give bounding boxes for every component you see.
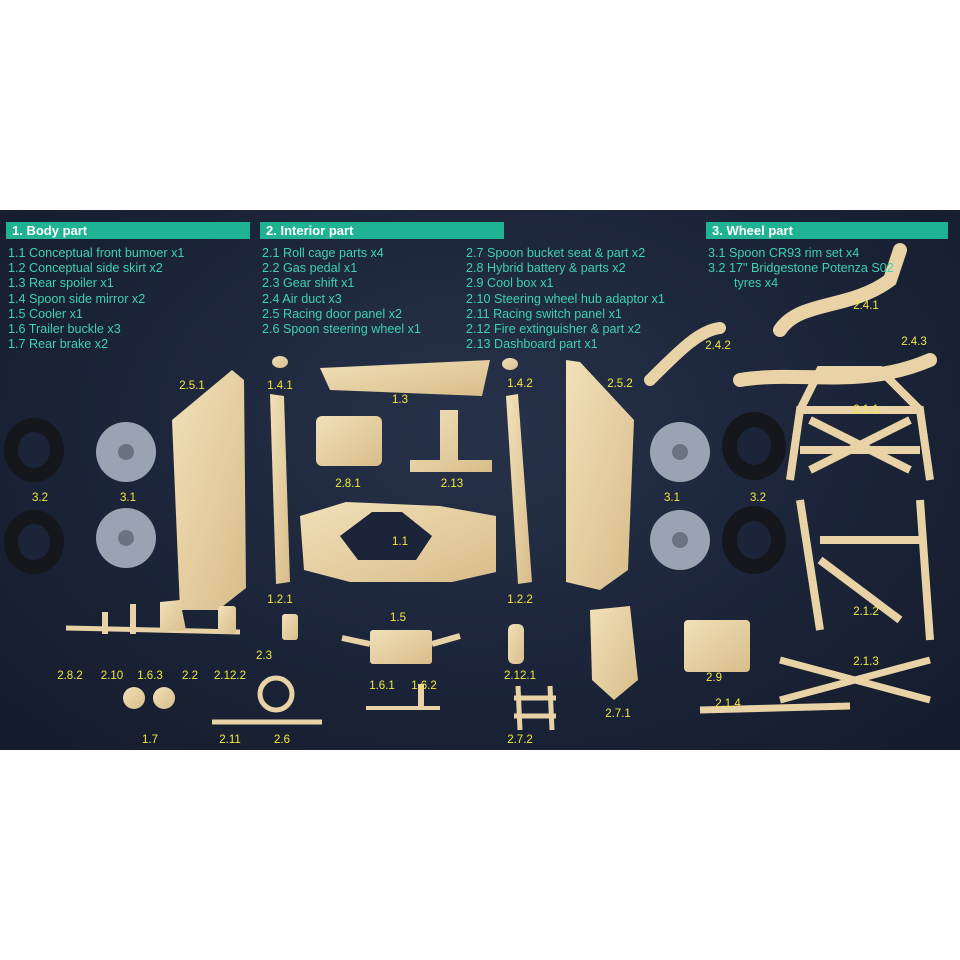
part-label: 2.11	[219, 734, 241, 746]
list-item: 1.4 Spoon side mirror x2	[8, 291, 146, 306]
part-label: 1.6.3	[137, 670, 163, 682]
list-item: 1.2 Conceptual side skirt x2	[8, 261, 163, 276]
list-item: 2.8 Hybrid battery & parts x2	[466, 261, 626, 276]
list-item: 1.5 Cooler x1	[8, 306, 83, 321]
air-duct-2-4-3	[733, 353, 937, 387]
part-label: 2.4.2	[705, 340, 731, 352]
part-label: 2.6	[274, 734, 290, 746]
part-label: 1.5	[390, 612, 406, 624]
part-label: 1.6.2	[411, 680, 437, 692]
part-label: 2.8.1	[335, 478, 361, 490]
bumper-grille	[340, 512, 432, 560]
roll-cage-2-1-3	[779, 656, 931, 704]
roll-cage-2-1-4	[699, 702, 851, 714]
part-label: 2.12.2	[214, 670, 246, 682]
hybrid-battery	[316, 416, 382, 466]
part-label: 3.1	[664, 492, 680, 504]
wheel-part-list: 3.1 Spoon CR93 rim set x4 3.2 17" Bridge…	[708, 246, 894, 292]
mirror-left	[272, 356, 288, 368]
list-item: 2.7 Spoon bucket seat & part x2	[466, 246, 646, 260]
list-item: 2.2 Gas pedal x1	[262, 261, 358, 276]
list-item: 1.7 Rear brake x2	[8, 337, 109, 352]
interior-part-list: 2.1 Roll cage parts x4 2.2 Gas pedal x1 …	[262, 246, 421, 337]
list-item: tyres x4	[734, 276, 779, 291]
part-label: 1.4.2	[507, 378, 533, 390]
part-label: 1.2.1	[267, 594, 293, 606]
list-item: 2.9 Cool box x1	[466, 276, 554, 291]
seat-part-ladder	[514, 685, 556, 731]
list-item: 2.4 Air duct x3	[262, 291, 342, 306]
door-panel-left	[172, 370, 246, 610]
part-label: 2.12.1	[504, 670, 536, 682]
part-label: 2.9	[706, 672, 722, 684]
parts-photo: 1. Body part 2. Interior part 3. Wheel p…	[0, 210, 960, 750]
part-label: 1.1	[392, 536, 408, 548]
door-panel-right	[566, 360, 634, 590]
part-label: 1.2.2	[507, 594, 533, 606]
fire-extinguisher	[508, 624, 524, 664]
section-header-interior: 2. Interior part	[260, 222, 504, 239]
gear-shift	[282, 614, 298, 640]
list-item: 2.1 Roll cage parts x4	[262, 246, 384, 260]
rear-brake-right	[153, 687, 175, 709]
cool-box	[684, 620, 750, 672]
air-duct-2-4-2	[644, 322, 726, 386]
interior-part-list-col2: 2.7 Spoon bucket seat & part x2 2.8 Hybr…	[466, 246, 665, 352]
part-label: 2.13	[440, 478, 464, 490]
bucket-seat	[590, 606, 638, 700]
part-label: 2.5.2	[607, 378, 633, 390]
list-item: 2.3 Gear shift x1	[262, 276, 355, 291]
list-item: 2.10 Steering wheel hub adaptor x1	[466, 291, 665, 306]
air-duct-2-4-1	[773, 243, 907, 337]
part-label: 2.1.3	[853, 656, 879, 668]
part-label: 3.1	[120, 492, 136, 504]
part-label: 2.4.3	[901, 336, 927, 348]
list-item: 2.11 Racing switch panel x1	[466, 306, 622, 321]
steering-wheel	[257, 675, 295, 713]
part-label: 2.7.1	[605, 708, 631, 720]
part-label: 2.10	[100, 670, 124, 682]
dashboard-part	[410, 410, 492, 472]
part-label: 3.2	[32, 492, 48, 504]
section-header-body: 1. Body part	[6, 222, 250, 239]
part-label: 2.1.1	[853, 404, 879, 416]
list-item: 2.12 Fire extinguisher & part x2	[466, 322, 642, 337]
part-label: 2.3	[256, 650, 272, 662]
rear-spoiler	[320, 360, 490, 396]
part-label: 2.2	[182, 670, 198, 682]
rear-brake-left	[123, 687, 145, 709]
list-item: 1.1 Conceptual front bumoer x1	[8, 246, 185, 260]
part-label: 1.4.1	[267, 380, 293, 392]
list-item: 1.3 Rear spoiler x1	[8, 276, 114, 291]
part-label: 2.1.2	[853, 606, 879, 618]
side-skirt-left	[270, 394, 290, 584]
small-parts-sprue	[65, 625, 241, 635]
roll-cage-2-1-1	[786, 366, 934, 481]
section-header-wheel: 3. Wheel part	[706, 222, 948, 239]
part-label: 3.2	[750, 492, 766, 504]
part-label: 1.3	[392, 394, 408, 406]
part-label: 2.8.2	[57, 670, 83, 682]
list-item: 3.2 17" Bridgestone Potenza S02	[708, 261, 894, 276]
list-item: 1.6 Trailer buckle x3	[8, 322, 121, 337]
cooler	[370, 630, 432, 664]
part-label: 2.4.1	[853, 300, 879, 312]
parts-illustration	[4, 243, 937, 731]
roll-cage-2-1-2	[796, 499, 934, 641]
part-label: 2.1.4	[715, 698, 741, 710]
part-label: 1.6.1	[369, 680, 395, 692]
list-item: 2.6 Spoon steering wheel x1	[262, 322, 421, 337]
part-label: 2.5.1	[179, 380, 205, 392]
mirror-right	[502, 358, 518, 370]
body-part-list: 1.1 Conceptual front bumoer x1 1.2 Conce…	[8, 246, 184, 352]
part-label: 1.7	[142, 734, 158, 746]
list-item: 2.13 Dashboard part x1	[466, 337, 598, 352]
part-label: 2.7.2	[507, 734, 533, 746]
list-item: 3.1 Spoon CR93 rim set x4	[708, 246, 860, 260]
list-item: 2.5 Racing door panel x2	[262, 306, 403, 321]
side-skirt-right	[506, 394, 532, 584]
